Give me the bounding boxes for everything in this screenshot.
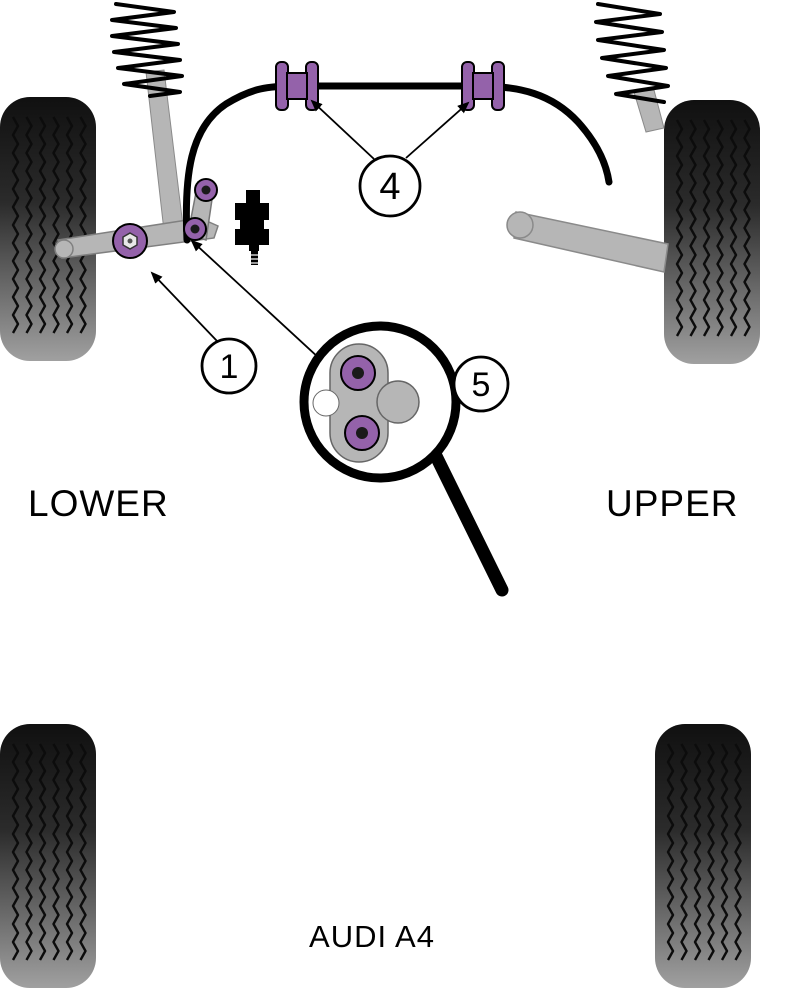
magnifier-handle — [429, 449, 509, 597]
callout-4: 4 — [358, 154, 422, 218]
coil-spring-right — [594, 2, 670, 104]
lower-arm-end — [54, 239, 74, 259]
callout-1-number: 1 — [220, 348, 239, 386]
label-lower: LOWER — [28, 483, 169, 524]
tire-front-right — [664, 100, 760, 364]
callout-5-number: 5 — [472, 366, 491, 404]
arb-bushing-right — [461, 61, 505, 111]
tire-rear-right — [655, 724, 751, 988]
dogbone-bushing-bottom — [344, 415, 380, 451]
arb-bushing-left — [275, 61, 319, 111]
upper-arm — [513, 211, 669, 273]
engine-mount-black — [235, 190, 269, 265]
arrow-callout1 — [150, 271, 218, 342]
label-model: AUDI A4 — [309, 919, 435, 954]
arrow-callout4-right — [405, 101, 470, 159]
label-upper: UPPER — [606, 483, 738, 524]
control-arm-front-bushing — [112, 223, 148, 259]
magnifier — [299, 321, 509, 597]
callout-1: 1 — [200, 337, 258, 395]
dogbone-mount — [312, 343, 420, 463]
callout-5: 5 — [452, 355, 510, 413]
callout-5-circle — [452, 355, 510, 413]
bracket-bushing-top — [194, 178, 218, 202]
bracket-bushing-bottom — [183, 217, 207, 241]
arrow-callout4-left — [310, 99, 375, 160]
dogbone-bushing-top — [340, 355, 376, 391]
coil-spring-left — [110, 2, 184, 98]
tire-rear-left — [0, 724, 96, 988]
tire-front-left — [0, 97, 96, 361]
callout-1-circle — [200, 337, 258, 395]
upper-arm-end — [506, 211, 534, 239]
callout-4-circle — [358, 154, 422, 218]
callout-4-number: 4 — [379, 166, 400, 208]
